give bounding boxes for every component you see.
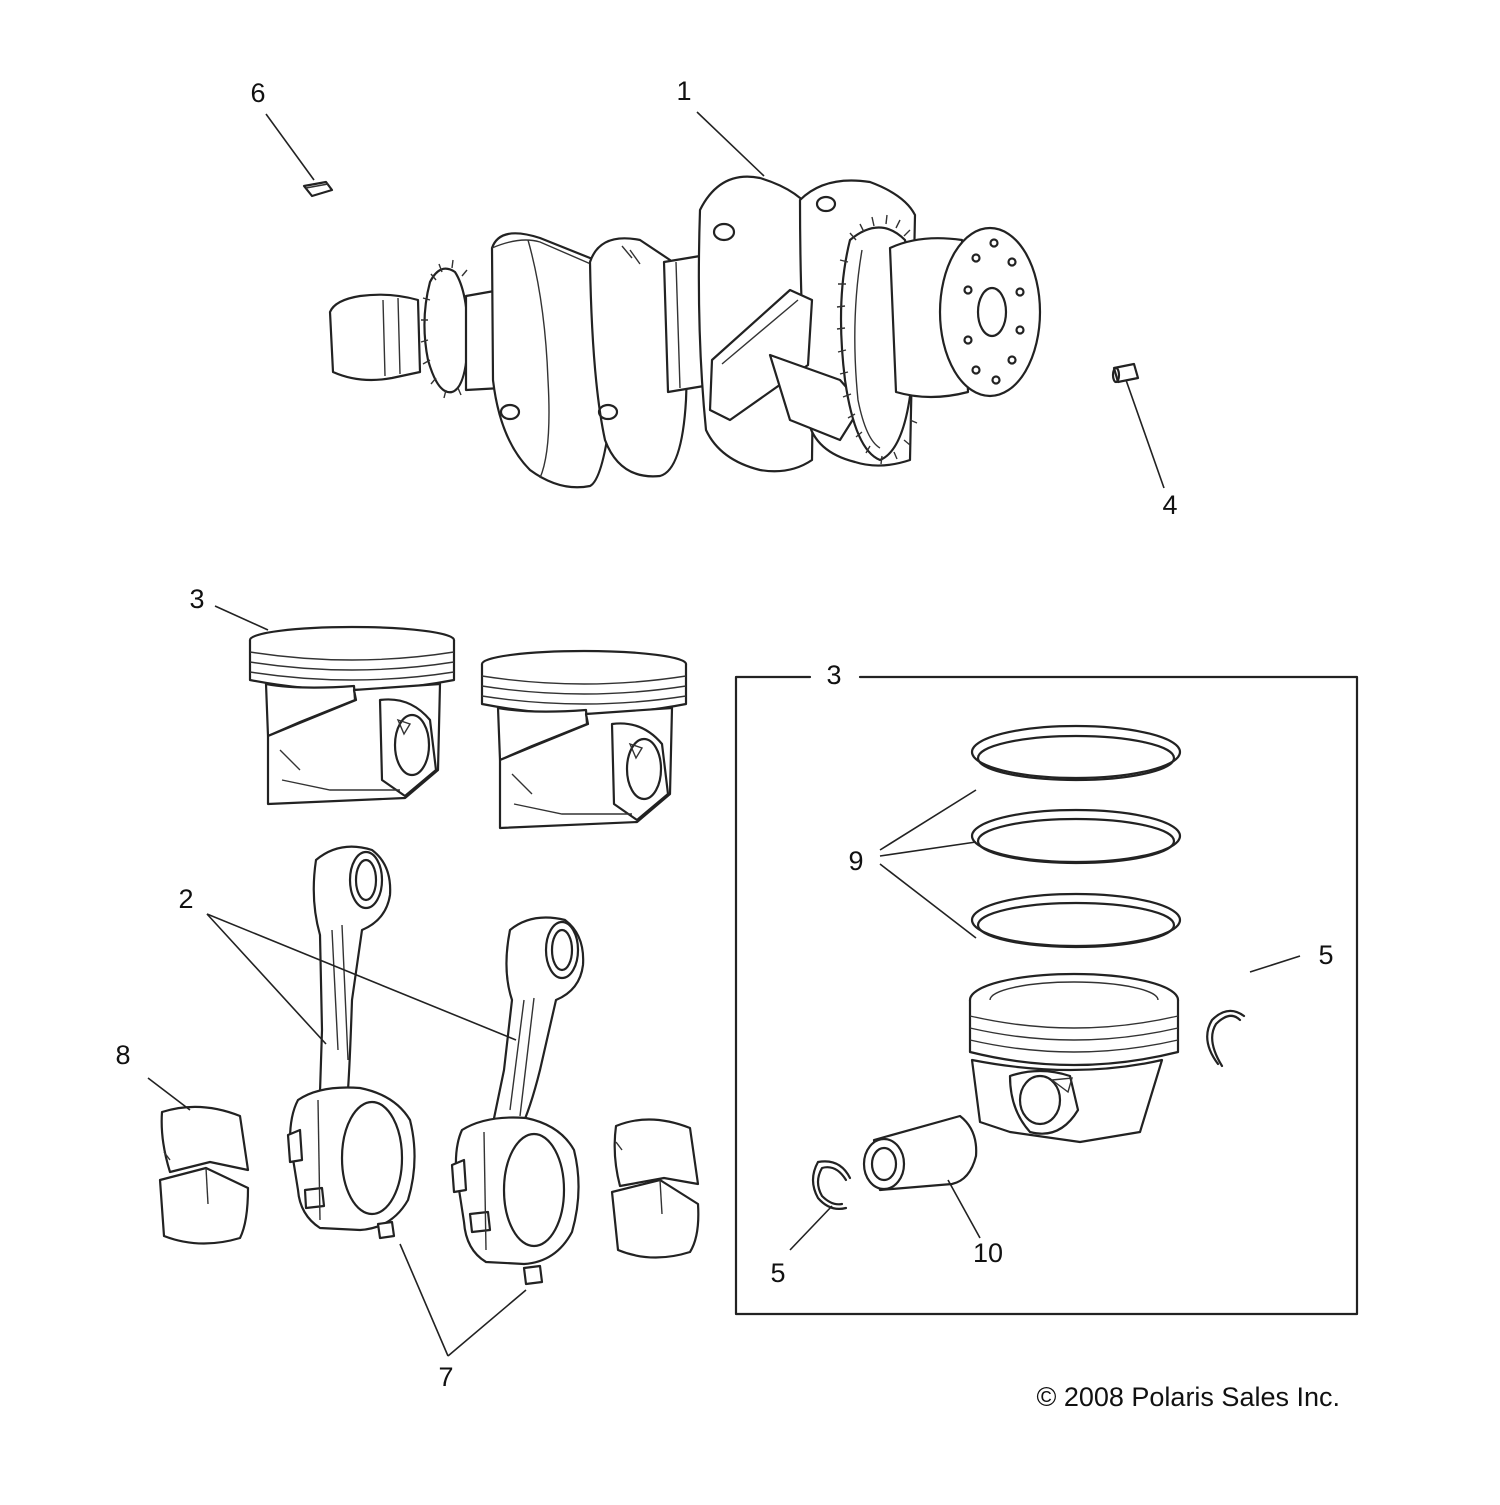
- connecting-rod-right: [450, 916, 585, 1286]
- piston-kit-box: [734, 675, 1359, 1316]
- callout-5-left: 5: [770, 1258, 785, 1288]
- bearing-left: [158, 1105, 250, 1245]
- callout-10: 10: [973, 1238, 1003, 1268]
- leader-lines: [147, 111, 1301, 1357]
- copyright-notice: © 2008 Polaris Sales Inc.: [1036, 1382, 1340, 1412]
- crankshaft: [328, 175, 1042, 489]
- woodruff-key: [302, 180, 334, 198]
- callout-1: 1: [676, 76, 691, 106]
- callout-4: 4: [1162, 490, 1177, 520]
- callout-5-right: 5: [1318, 940, 1333, 970]
- connecting-rod-left: [286, 845, 416, 1240]
- circlip-right: [1206, 1009, 1246, 1068]
- kit-piston: [968, 972, 1180, 1144]
- circlip-left: [811, 1160, 852, 1210]
- piston-rings: [970, 724, 1182, 949]
- callout-3-box: 3: [826, 660, 841, 690]
- callouts: 1 6 4 3 3 2 9 5 8 10 5 7: [115, 76, 1333, 1392]
- piston-left-2: [480, 649, 688, 830]
- callout-8: 8: [115, 1040, 130, 1070]
- piston-left-1: [248, 625, 456, 806]
- bearing-right: [610, 1118, 700, 1259]
- callout-2: 2: [178, 884, 193, 914]
- dowel-pin: [1111, 362, 1140, 384]
- callout-9: 9: [848, 846, 863, 876]
- callout-6: 6: [250, 78, 265, 108]
- callout-3-left: 3: [189, 584, 204, 614]
- callout-7: 7: [438, 1362, 453, 1392]
- piston-pin: [862, 1114, 978, 1192]
